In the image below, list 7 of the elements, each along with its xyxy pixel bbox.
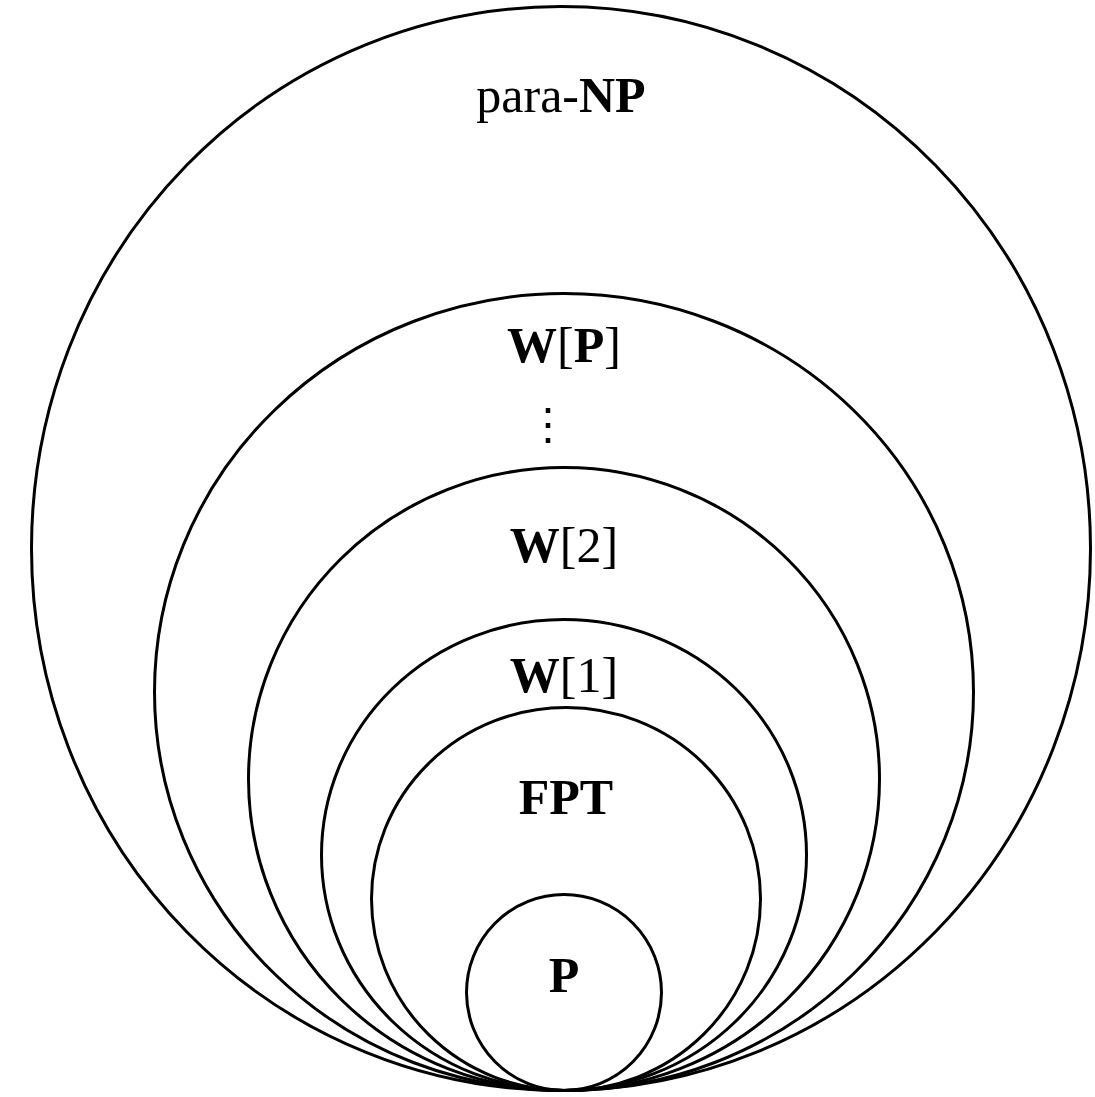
- class-label: W[1]: [509, 647, 619, 703]
- ellipsis-mark: ⋮: [525, 400, 570, 449]
- class-label: P: [548, 947, 580, 1003]
- class-label: W[2]: [509, 517, 619, 573]
- class-label: para-NP: [476, 67, 646, 123]
- class-label: FPT: [518, 769, 614, 825]
- class-label: W[P]: [507, 317, 621, 373]
